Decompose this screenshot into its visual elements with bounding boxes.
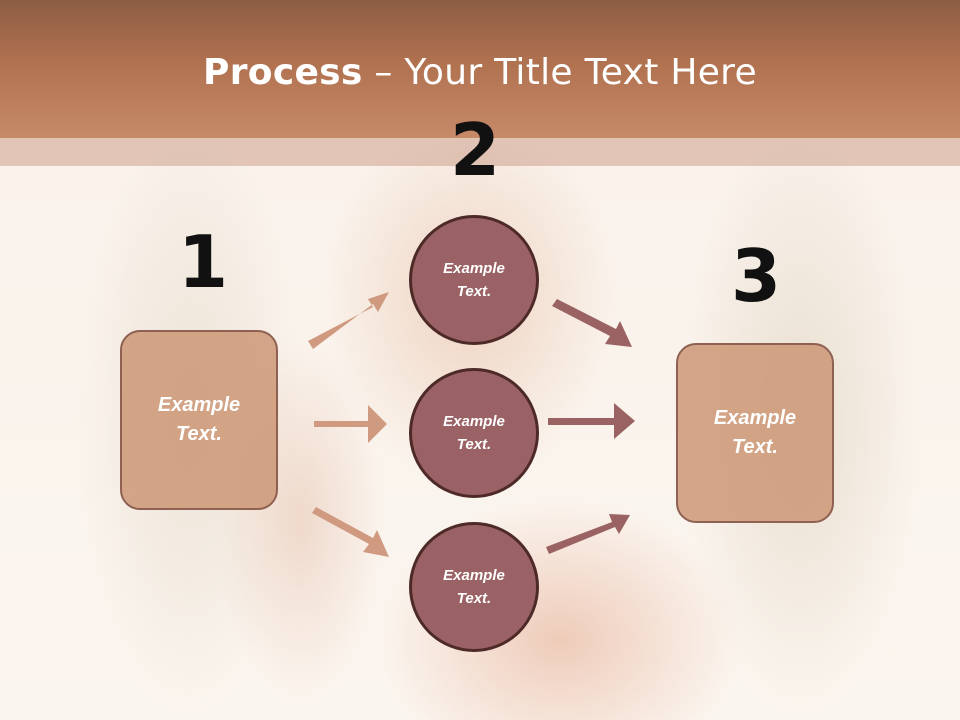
- left-arrow-group: [308, 292, 389, 557]
- step-number-3: 3: [731, 234, 782, 318]
- step-number-1: 1: [178, 220, 229, 304]
- arrow-from-bottom-circle: [546, 514, 630, 554]
- arrow-to-top-circle: [308, 292, 389, 349]
- circle-middle-line1: Example: [443, 413, 505, 430]
- step-2-circle-top[interactable]: Example Text.: [409, 215, 539, 345]
- step-1-box[interactable]: Example Text.: [120, 330, 278, 510]
- circle-top-line2: Text.: [456, 283, 492, 300]
- title-bar: [0, 0, 960, 138]
- step-1-line2: Text.: [176, 423, 222, 445]
- circle-bottom-line2: Text.: [456, 590, 492, 607]
- circle-top-line1: Example: [443, 260, 505, 277]
- title-bold: Process: [203, 52, 363, 93]
- arrow-to-middle-circle: [314, 405, 387, 443]
- arrow-from-middle-circle: [548, 403, 635, 439]
- slide-title: Process – Your Title Text Here: [0, 52, 960, 93]
- step-2-circle-bottom[interactable]: Example Text.: [409, 522, 539, 652]
- step-3-box[interactable]: Example Text.: [676, 343, 834, 523]
- arrow-to-bottom-circle: [312, 507, 389, 557]
- circle-bottom-line1: Example: [443, 567, 505, 584]
- step-number-2: 2: [450, 108, 501, 192]
- title-accent-strip: [0, 138, 960, 166]
- right-arrow-group: [546, 299, 635, 554]
- step-3-line2: Text.: [732, 436, 778, 458]
- step-2-circle-middle[interactable]: Example Text.: [409, 368, 539, 498]
- step-1-line1: Example: [157, 394, 241, 416]
- step-3-line1: Example: [713, 407, 797, 429]
- circle-middle-line2: Text.: [456, 436, 492, 453]
- arrow-from-top-circle: [552, 299, 632, 347]
- title-rest: – Your Title Text Here: [362, 52, 757, 93]
